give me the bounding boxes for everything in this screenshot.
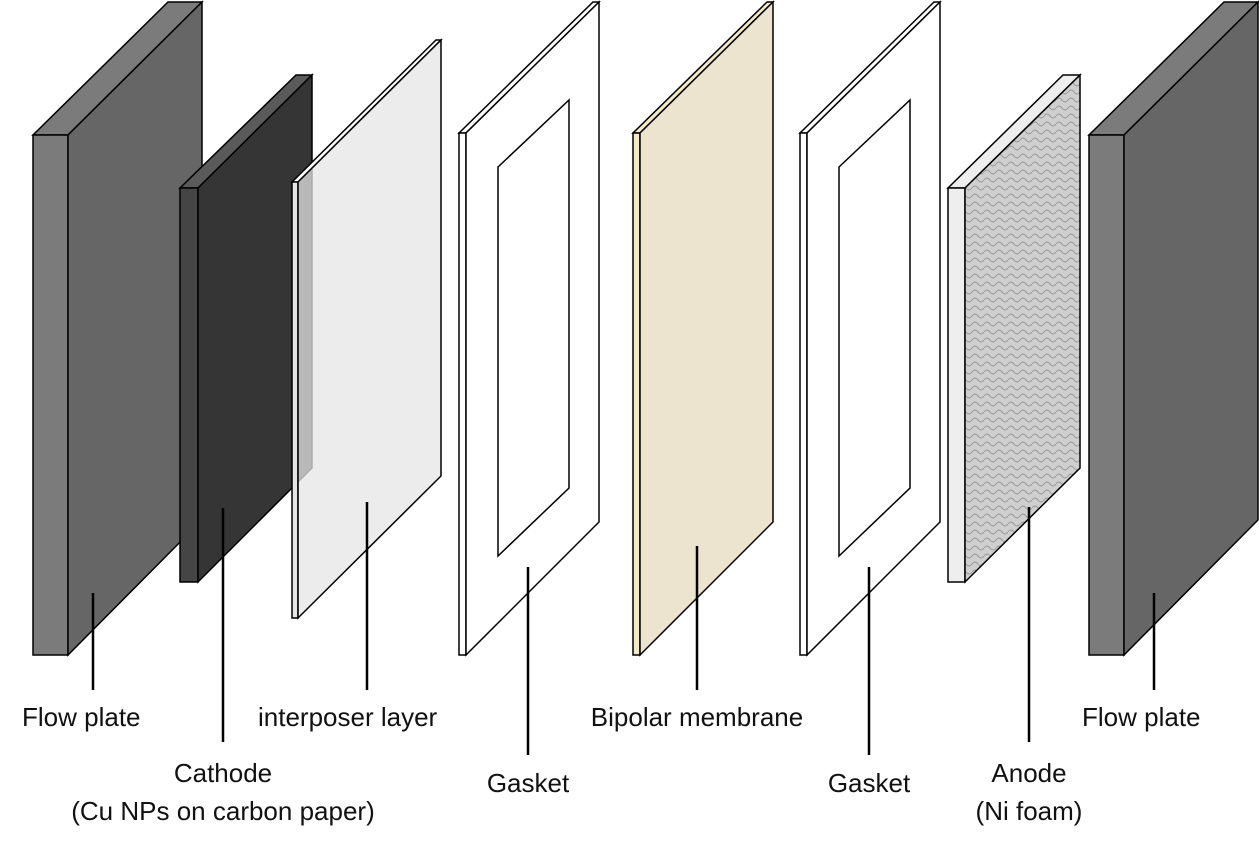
label-interposer: interposer layer: [258, 698, 437, 736]
label-cathode: Cathode (Cu NPs on carbon paper): [48, 754, 398, 830]
label-line: Flow plate: [1082, 702, 1201, 732]
anode-layer: [946, 73, 1082, 584]
gasket-left-window: [497, 98, 570, 558]
bipolar-membrane: [631, 0, 775, 657]
interposer-layer: [290, 38, 443, 620]
flow-plate-right-front: [1123, 0, 1259, 657]
label-line: interposer layer: [258, 702, 438, 732]
label-bipolar-membrane: Bipolar membrane: [568, 698, 826, 736]
label-line: Flow plate: [22, 702, 141, 732]
cathode-layer: [178, 73, 314, 584]
gasket-right-side: [799, 132, 808, 656]
label-flow-plate-right: Flow plate: [1082, 698, 1201, 736]
interposer-front: [297, 38, 442, 620]
label-line: Gasket: [827, 768, 911, 798]
label-line: (Ni foam): [975, 796, 1083, 826]
gasket-right-window: [838, 98, 911, 558]
flow-plate-right-side: [1088, 134, 1125, 656]
anode-front: [964, 73, 1081, 584]
leader-lines: [91, 502, 1156, 755]
label-flow-plate-left: Flow plate: [22, 698, 141, 736]
membrane-front: [639, 0, 774, 657]
gasket-left: [457, 0, 601, 657]
gasket-right: [798, 0, 942, 657]
label-gasket-right: Gasket: [819, 764, 919, 802]
gasket-left-side: [458, 132, 467, 656]
membrane-side: [632, 132, 641, 656]
label-line: Cathode: [173, 758, 273, 788]
cathode-side: [179, 187, 199, 583]
anode-side: [947, 187, 966, 583]
label-anode: Anode (Ni foam): [954, 754, 1104, 830]
label-line: (Cu NPs on carbon paper): [71, 796, 375, 826]
interposer-side: [291, 181, 299, 619]
label-gasket-left: Gasket: [478, 764, 578, 802]
flow-plate-left: [31, 0, 204, 657]
label-line: Bipolar membrane: [590, 702, 804, 732]
flow-plate-right: [1087, 0, 1259, 657]
label-line: Gasket: [486, 768, 570, 798]
flow-plate-left-side: [32, 134, 69, 656]
label-line: Anode: [991, 758, 1067, 788]
